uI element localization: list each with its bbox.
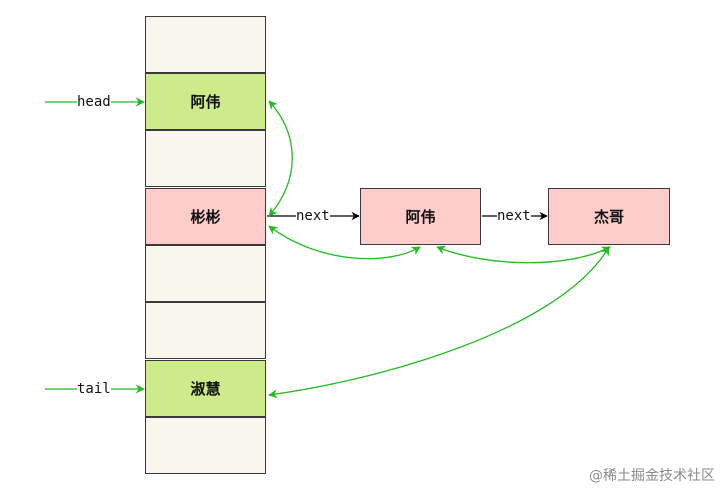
link-binbin-node-awei [268, 225, 421, 260]
watermark: @稀土掘金技术社区 [589, 468, 715, 484]
bucket-cell-2 [145, 130, 266, 187]
next-label-2: next [497, 208, 531, 224]
link-jiege-shuhui [268, 246, 610, 399]
bucket-cell-0 [145, 16, 266, 73]
tail-label: tail [77, 381, 111, 397]
bucket-cell-4 [145, 245, 266, 302]
bucket-cell-3-binbin: 彬彬 [145, 188, 266, 245]
bucket-cell-6-shuhui: 淑慧 [145, 360, 266, 417]
head-label: head [77, 94, 111, 110]
bucket-cell-1-awei: 阿伟 [145, 73, 266, 130]
link-node-awei-jiege [436, 245, 611, 264]
chain-node-jiege: 杰哥 [548, 188, 670, 245]
bucket-cell-5 [145, 302, 266, 359]
bucket-cell-7 [145, 417, 266, 474]
link-awei-binbin [268, 100, 293, 217]
next-label-1: next [296, 208, 330, 224]
